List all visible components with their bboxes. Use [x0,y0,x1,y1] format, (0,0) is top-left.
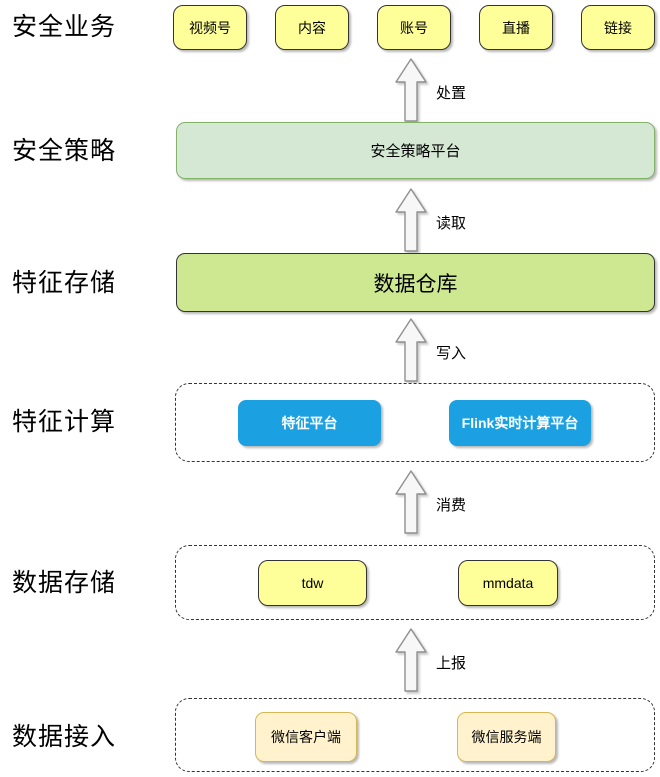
layer-label-feature-storage: 特征存储 [12,269,117,297]
node-video-channel: 视频号 [173,5,247,50]
node-feature-platform: 特征平台 [238,400,381,446]
node-link: 链接 [581,5,655,50]
arrow-label-write: 写入 [436,345,467,362]
layer-label-security-business: 安全业务 [12,13,117,41]
node-wechat-client: 微信客户端 [255,712,357,762]
arrow-label-dispose: 处置 [436,85,467,102]
node-content: 内容 [275,5,349,50]
group-data-storage [175,545,655,620]
group-data-access [175,698,655,772]
node-mmdata: mmdata [458,560,558,606]
node-account: 账号 [377,5,451,50]
node-security-policy-platform: 安全策略平台 [176,122,655,179]
node-wechat-server: 微信服务端 [457,712,556,762]
layer-label-data-access: 数据接入 [12,723,117,751]
arrow-label-report: 上报 [436,655,467,672]
layer-label-data-storage: 数据存储 [12,569,117,597]
arrow-label-read: 读取 [436,215,467,232]
arrow-up-icon [394,628,428,692]
node-live: 直播 [479,5,553,50]
layer-label-feature-compute: 特征计算 [12,408,117,436]
arrow-up-icon [394,318,428,382]
arrow-label-consume: 消费 [436,497,467,514]
arrow-up-icon [394,58,428,122]
arrow-up-icon [394,188,428,252]
node-tdw: tdw [258,560,367,606]
arrow-up-icon [394,470,428,534]
layer-label-security-policy: 安全策略 [12,137,117,165]
node-flink-platform: Flink实时计算平台 [449,400,591,446]
node-data-warehouse: 数据仓库 [176,253,655,312]
